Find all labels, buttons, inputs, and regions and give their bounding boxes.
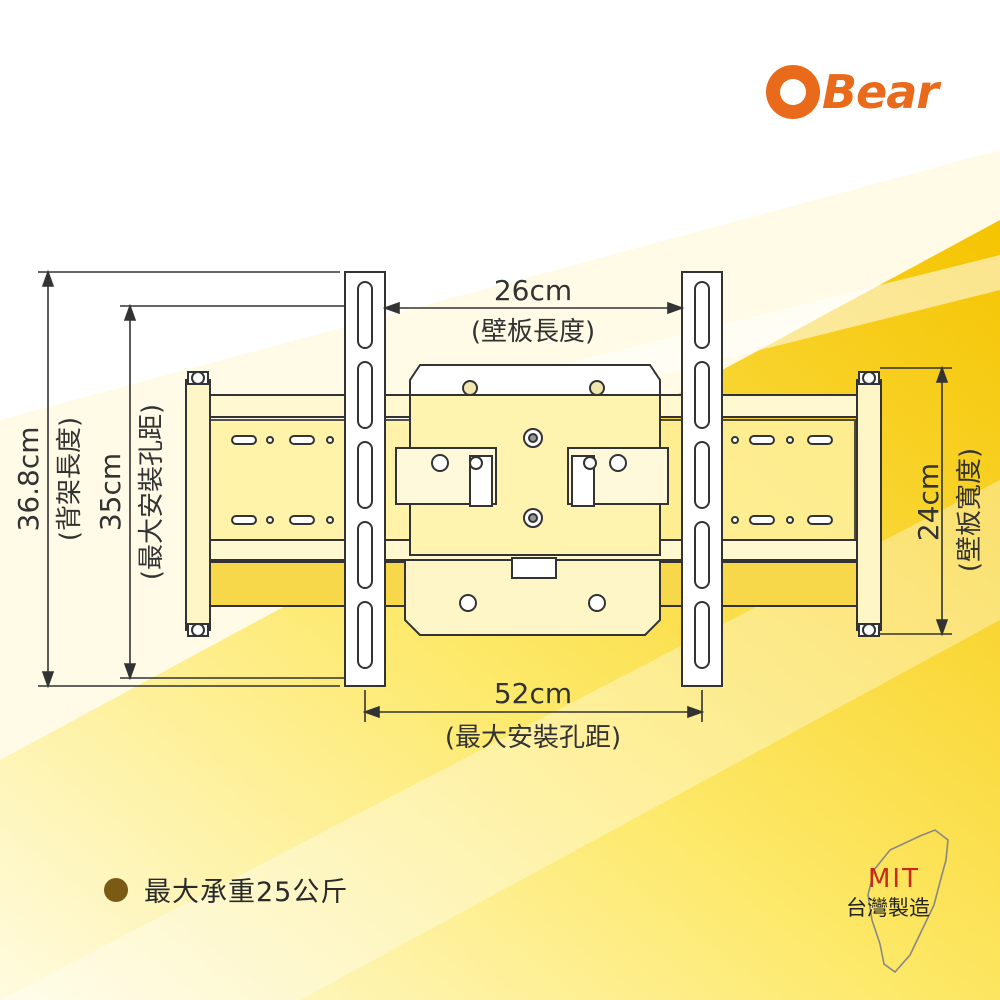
right-bracket bbox=[856, 379, 882, 631]
bolts bbox=[191, 371, 876, 637]
bear-logo-icon bbox=[766, 65, 820, 119]
max-install-v-value: 35cm bbox=[94, 453, 127, 531]
arm-left bbox=[199, 561, 441, 607]
tv-rail-slots bbox=[357, 281, 710, 669]
max-install-h-value: 52cm bbox=[494, 677, 572, 710]
wall-width-value: 24cm bbox=[912, 463, 945, 541]
left-bracket bbox=[185, 379, 211, 631]
bear-logo: Bear bbox=[766, 62, 939, 122]
wall-plate-bottom bbox=[404, 559, 661, 636]
max-install-h-label: (最大安裝孔距) bbox=[445, 723, 621, 753]
wall-length-label: (壁板長度) bbox=[471, 317, 595, 347]
wall-length-value: 26cm bbox=[494, 274, 572, 307]
back-length-value: 36.8cm bbox=[12, 426, 45, 531]
max-load-spec: 最大承重25公斤 bbox=[104, 870, 348, 909]
brand-name: Bear bbox=[822, 65, 939, 119]
mit-badge: MIT 台灣製造 bbox=[840, 830, 960, 970]
max-load-text: 最大承重25公斤 bbox=[144, 877, 349, 908]
frame-slots bbox=[231, 435, 833, 525]
made-in-taiwan-label: 台灣製造 bbox=[846, 896, 930, 920]
wall-width-label: (壁板寬度) bbox=[955, 448, 985, 572]
max-install-v-label: (最大安裝孔距) bbox=[137, 404, 167, 580]
back-length-label: (背架長度) bbox=[55, 417, 85, 541]
dimension-lines bbox=[38, 269, 952, 722]
mit-label: MIT bbox=[868, 864, 920, 894]
wall-mount-drawing bbox=[185, 271, 882, 687]
frame-holes bbox=[266, 436, 794, 524]
taiwan-map-icon bbox=[867, 829, 949, 974]
wall-plate-top bbox=[409, 364, 661, 396]
background-band-bottom bbox=[0, 480, 1000, 1000]
bullet-dot bbox=[104, 877, 128, 902]
